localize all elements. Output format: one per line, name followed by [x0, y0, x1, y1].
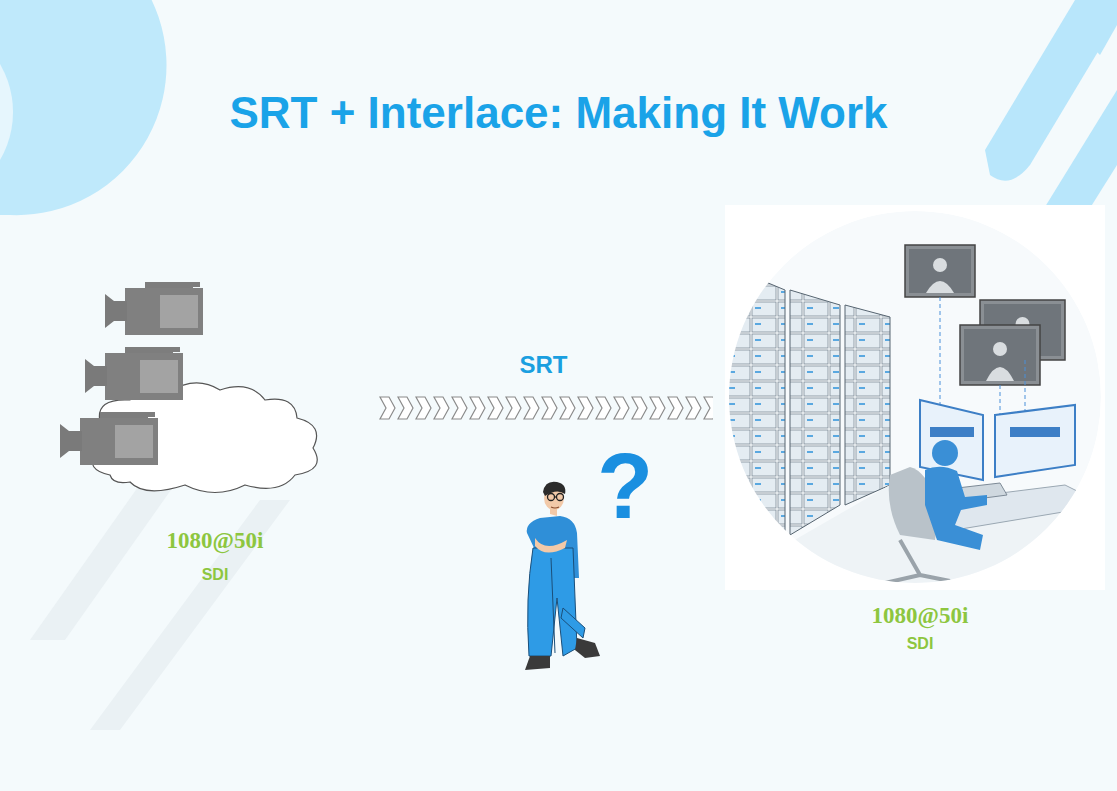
- corner-arc-inner: [0, 40, 13, 160]
- camera-icon: [60, 412, 158, 465]
- edge-label: SRT: [520, 351, 568, 379]
- corner-arc: [0, 0, 167, 215]
- signal-type-label: SDI: [725, 635, 1115, 653]
- control-room-illustration: [725, 205, 1105, 590]
- video-format-label: 1080@50i: [725, 603, 1115, 629]
- signal-type-label: SDI: [55, 566, 375, 584]
- control-room: [725, 211, 1105, 590]
- faint-stripes: [30, 470, 290, 730]
- control-room-circle: 1080@50iSDI: [725, 205, 1115, 665]
- title: SRT + Interlace: Making It Work: [0, 88, 1117, 138]
- camera-source-group: 1080@50iSDI: [55, 270, 375, 600]
- camera-icon: [105, 282, 203, 335]
- camera-icon: [85, 347, 183, 400]
- video-format-label: 1080@50i: [55, 528, 375, 554]
- srt-stream-arrow: [378, 396, 713, 420]
- question-mark: ?: [597, 440, 653, 532]
- cameras-and-cloud: [55, 270, 365, 515]
- room-ground: [725, 205, 1105, 590]
